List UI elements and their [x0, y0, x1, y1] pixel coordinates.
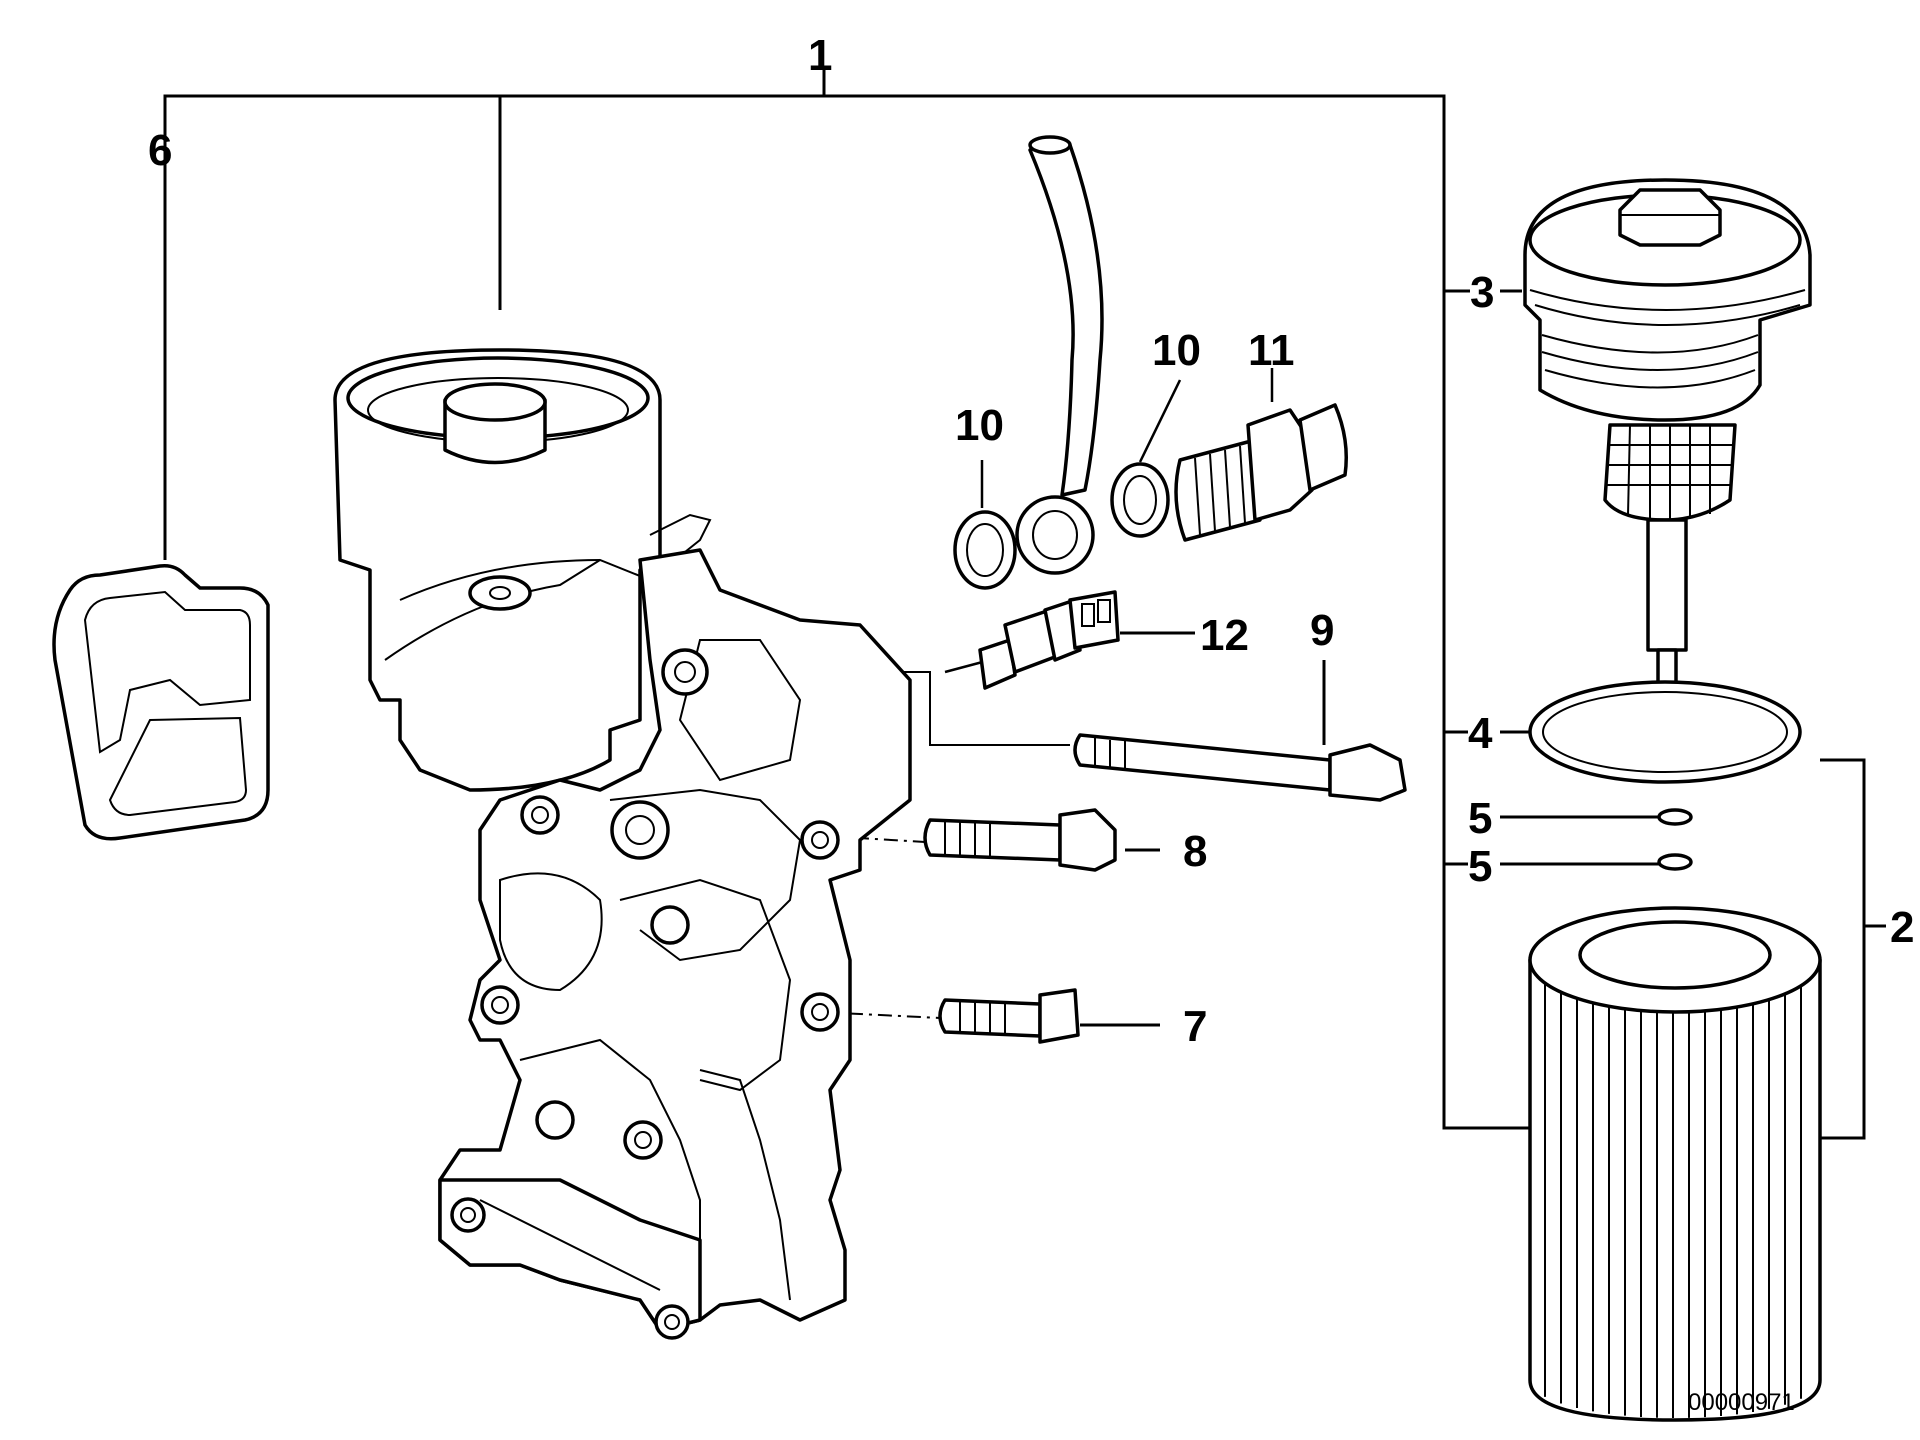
o-ring-part-4 [1528, 680, 1802, 784]
bolt-part-8 [923, 808, 1117, 872]
small-o-ring-part-5-lower [1657, 853, 1693, 871]
filter-element-part-2 [1528, 906, 1822, 1422]
gasket-part-6 [52, 563, 270, 841]
callout-10-left: 10 [955, 401, 1004, 450]
long-bolt-part-9 [1073, 733, 1407, 802]
callout-11: 11 [1248, 326, 1295, 375]
callout-7: 7 [1183, 1002, 1207, 1051]
filter-pleats [1544, 983, 1802, 1418]
callout-9: 9 [1310, 606, 1334, 655]
callout-5-lower: 5 [1468, 842, 1492, 891]
callout-5-upper: 5 [1468, 794, 1492, 843]
callout-labels: 1 6 3 10 11 10 12 9 4 5 5 8 2 7 [148, 31, 1914, 1051]
banjo-bolt-part-11 [1174, 403, 1348, 542]
callout-10-right: 10 [1152, 326, 1201, 375]
callout-12: 12 [1200, 611, 1249, 660]
callout-6: 6 [148, 126, 172, 175]
callout-2: 2 [1890, 903, 1914, 952]
callout-3: 3 [1470, 268, 1494, 317]
leader-lines [163, 70, 1886, 1140]
small-o-ring-part-5-upper [1657, 808, 1693, 826]
oil-filter-housing-part-1 [333, 348, 912, 1340]
diagram-reference-number: 00000971 [1688, 1389, 1795, 1416]
sealing-ring-part-10-right [1110, 462, 1170, 538]
callout-1: 1 [808, 31, 832, 80]
oil-hose-line [1015, 135, 1104, 575]
filter-cover-cap-part-3 [1523, 178, 1812, 740]
sealing-ring-part-10-left [953, 510, 1017, 590]
oil-pressure-sensor-part-12 [978, 590, 1120, 690]
callout-4: 4 [1468, 709, 1493, 758]
bolt-part-7 [938, 988, 1080, 1044]
callout-8: 8 [1183, 827, 1207, 876]
